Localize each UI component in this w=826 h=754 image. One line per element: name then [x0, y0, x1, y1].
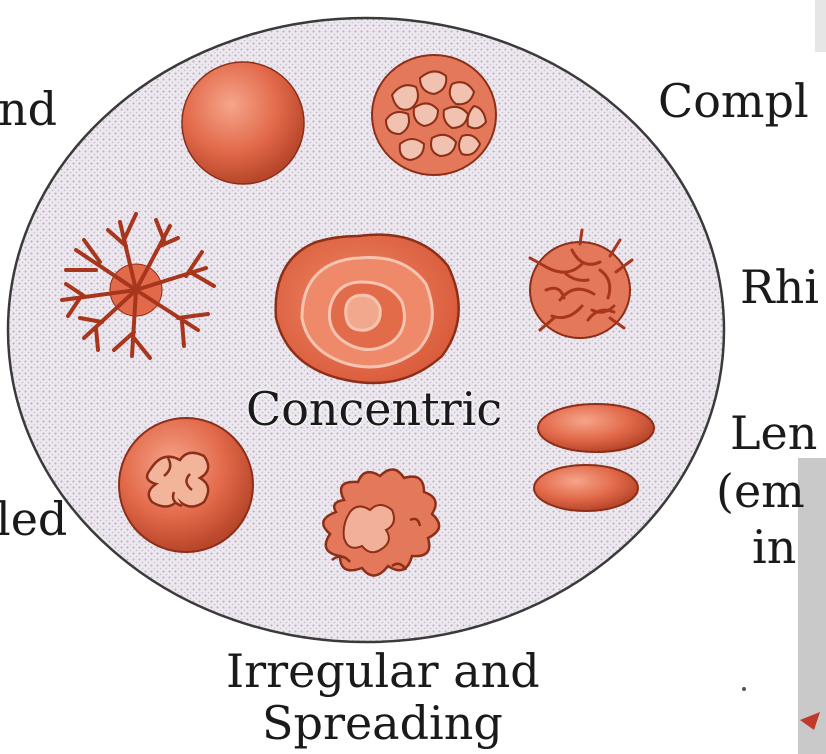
- red-corner-mark: [800, 712, 820, 730]
- complex-colony: [372, 55, 496, 175]
- label-folded: led: [0, 496, 67, 542]
- label-irregular-1: Irregular and: [226, 648, 540, 694]
- label-rhizoid: Rhi: [740, 264, 819, 310]
- label-lenticular-3: in: [752, 524, 796, 570]
- label-lenticular-1: Len: [730, 410, 817, 456]
- label-irregular-2: Spreading: [262, 700, 503, 746]
- round-colony: [182, 62, 304, 184]
- label-concentric: Concentric: [246, 386, 502, 432]
- label-round: nd: [0, 86, 57, 132]
- concentric-colony: [276, 235, 459, 383]
- label-complex: Compl: [658, 78, 809, 124]
- folded-colony: [119, 418, 253, 552]
- label-lenticular-2: (em: [716, 468, 805, 514]
- speck: [742, 687, 746, 691]
